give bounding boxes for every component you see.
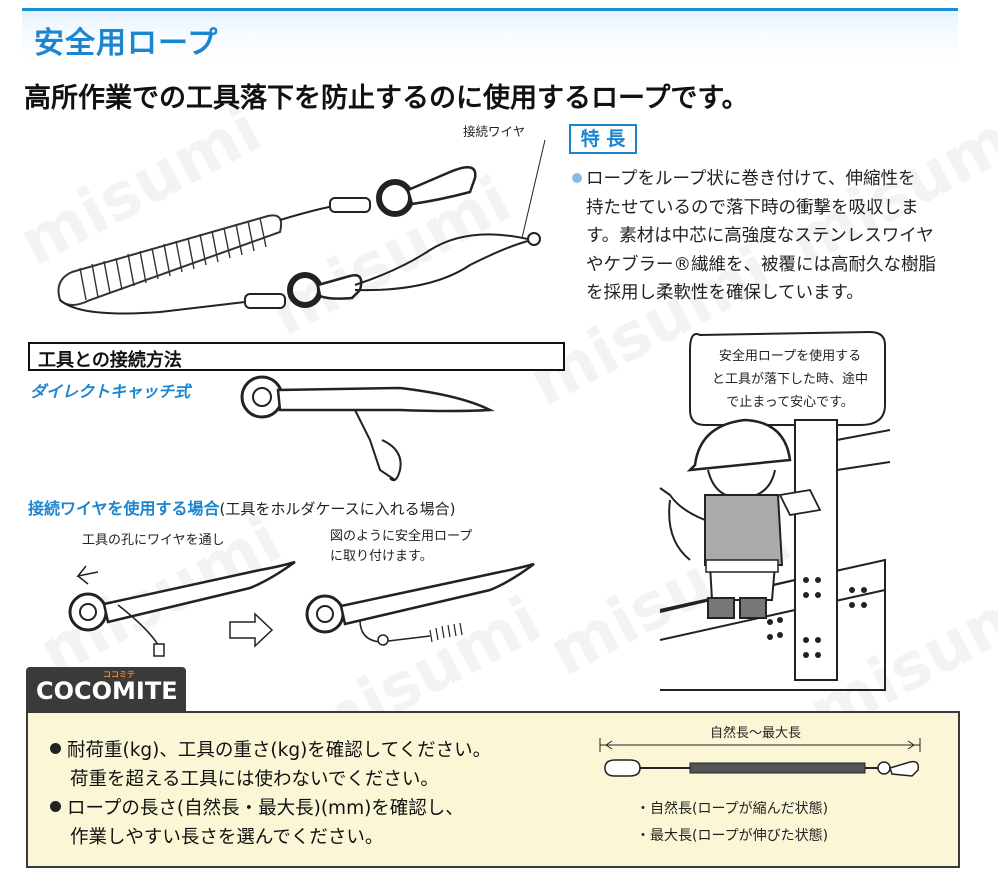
- page-title: 安全用ロープ: [34, 26, 219, 61]
- note-left: 工具の孔にワイヤを通し: [82, 533, 225, 548]
- wire-case-title: 接続ワイヤを使用する場合: [28, 499, 220, 518]
- wire-case-paren: (工具をホルダケースに入れる場合): [219, 500, 456, 518]
- check-item: ロープの長さ(自然長・最大長)(mm)を確認し、: [50, 794, 491, 823]
- cocomite-panel: [26, 711, 960, 868]
- page-subtitle: 高所作業での工具落下を防止するのに使用するロープです。: [24, 83, 749, 114]
- page-header: 安全用ロープ: [22, 8, 958, 62]
- cocomite-logo-box: [26, 667, 186, 711]
- cocomite-tiny-label: ココミテ: [103, 670, 135, 679]
- bullet-icon: [50, 743, 61, 754]
- cocomite-logo: COCOMITE: [36, 677, 178, 705]
- connection-heading: 工具との接続方法: [38, 350, 182, 371]
- check-item-line: 作業しやすい長さを選んでください。: [70, 827, 384, 848]
- features-line: 持たせているので落下時の衝撃を吸収しま: [586, 197, 919, 218]
- note-right-line: に取り付けます。: [330, 549, 433, 564]
- note-right: 図のように安全用ロープ に取り付けます。: [330, 527, 472, 567]
- check-item-line: 荷重を超える工具には使わないでください。: [70, 769, 439, 790]
- features-text: ロープをループ状に巻き付けて、伸縮性を 持たせているので落下時の衝撃を吸収しま …: [572, 165, 968, 308]
- speech-bubble: 安全用ロープを使用する と工具が落下した時、途中 で止まって安心です。: [700, 345, 880, 414]
- natural-length-label: ・自然長(ロープが縮んだ状態): [636, 801, 829, 817]
- note-right-line: 図のように安全用ロープ: [330, 529, 473, 544]
- features-line: を採用し柔軟性を確保しています。: [586, 283, 864, 303]
- bubble-line: 安全用ロープを使用する: [718, 349, 862, 364]
- check-item: 耐荷重(kg)、工具の重さ(kg)を確認してください。: [50, 736, 491, 765]
- bullet-icon: [50, 801, 61, 812]
- features-badge: 特 長: [569, 124, 637, 154]
- features-line: す。素材は中芯に高強度なステンレスワイヤ: [586, 226, 934, 246]
- wire-case-heading: 接続ワイヤを使用する場合(工具をホルダケースに入れる場合): [28, 495, 456, 519]
- max-length-label: ・最大長(ロープが伸びた状態): [636, 828, 829, 844]
- length-range-label: 自然長〜最大長: [710, 726, 802, 741]
- bubble-line: で止まって安心です。: [726, 395, 854, 410]
- connection-heading-bar: 工具との接続方法: [28, 342, 565, 371]
- features-line: ロープをループ状に巻き付けて、伸縮性を: [572, 165, 968, 194]
- connect-wire-label: 接続ワイヤ: [463, 124, 526, 139]
- bullet-icon: [572, 173, 582, 183]
- features-line: やケブラー®繊維を、被覆には高耐久な樹脂: [586, 254, 936, 275]
- direct-catch-label: ダイレクトキャッチ式: [30, 382, 191, 401]
- bubble-line: と工具が落下した時、途中: [711, 372, 868, 387]
- check-list: 耐荷重(kg)、工具の重さ(kg)を確認してください。 荷重を超える工具には使わ…: [50, 736, 491, 852]
